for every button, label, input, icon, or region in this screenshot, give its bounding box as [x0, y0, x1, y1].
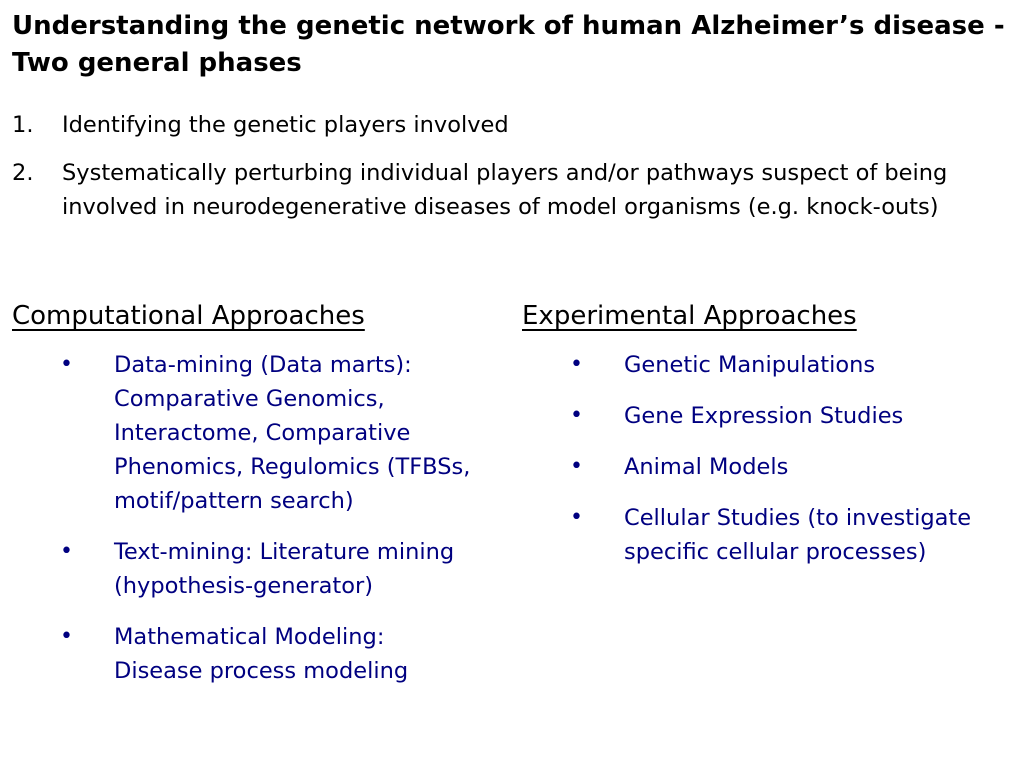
bullet-icon: •: [570, 352, 583, 377]
experimental-item: • Cellular Studies (to investigate speci…: [522, 501, 1004, 569]
item-text: Animal Models: [624, 454, 789, 480]
phase-list: 1. Identifying the genetic players invol…: [12, 108, 1012, 238]
phase-number: 1.: [12, 112, 34, 138]
experimental-item: • Genetic Manipulations: [522, 348, 1004, 382]
computational-item: • Data-mining (Data marts): Comparative …: [12, 348, 472, 518]
bullet-icon: •: [60, 352, 73, 377]
bullet-icon: •: [570, 403, 583, 428]
phase-text: Identifying the genetic players involved: [62, 112, 509, 138]
bullet-icon: •: [570, 505, 583, 530]
phase-item: 2. Systematically perturbing individual …: [12, 156, 1012, 224]
item-text: Mathematical Modeling: Disease process m…: [114, 624, 409, 684]
bullet-icon: •: [570, 454, 583, 479]
phase-item: 1. Identifying the genetic players invol…: [12, 108, 1012, 142]
item-text: Cellular Studies (to investigate specifi…: [624, 505, 972, 565]
experimental-column: Experimental Approaches • Genetic Manipu…: [522, 296, 1012, 586]
item-text: Data-mining (Data marts): Comparative Ge…: [114, 352, 471, 514]
experimental-heading: Experimental Approaches: [522, 301, 857, 331]
computational-column: Computational Approaches • Data-mining (…: [12, 296, 492, 705]
phase-number: 2.: [12, 160, 34, 186]
item-text: Genetic Manipulations: [624, 352, 876, 378]
bullet-icon: •: [60, 539, 73, 564]
computational-item: • Text-mining: Literature mining (hypoth…: [12, 535, 472, 603]
computational-item: • Mathematical Modeling: Disease process…: [12, 620, 472, 688]
computational-list: • Data-mining (Data marts): Comparative …: [12, 348, 492, 688]
item-text: Text-mining: Literature mining (hypothes…: [114, 539, 455, 599]
experimental-item: • Gene Expression Studies: [522, 399, 1004, 433]
item-text: Gene Expression Studies: [624, 403, 904, 429]
slide-title: Understanding the genetic network of hum…: [12, 11, 1005, 78]
phase-text: Systematically perturbing individual pla…: [62, 160, 948, 220]
experimental-list: • Genetic Manipulations • Gene Expressio…: [522, 348, 1012, 569]
experimental-item: • Animal Models: [522, 450, 1004, 484]
bullet-icon: •: [60, 624, 73, 649]
computational-heading: Computational Approaches: [12, 301, 365, 331]
